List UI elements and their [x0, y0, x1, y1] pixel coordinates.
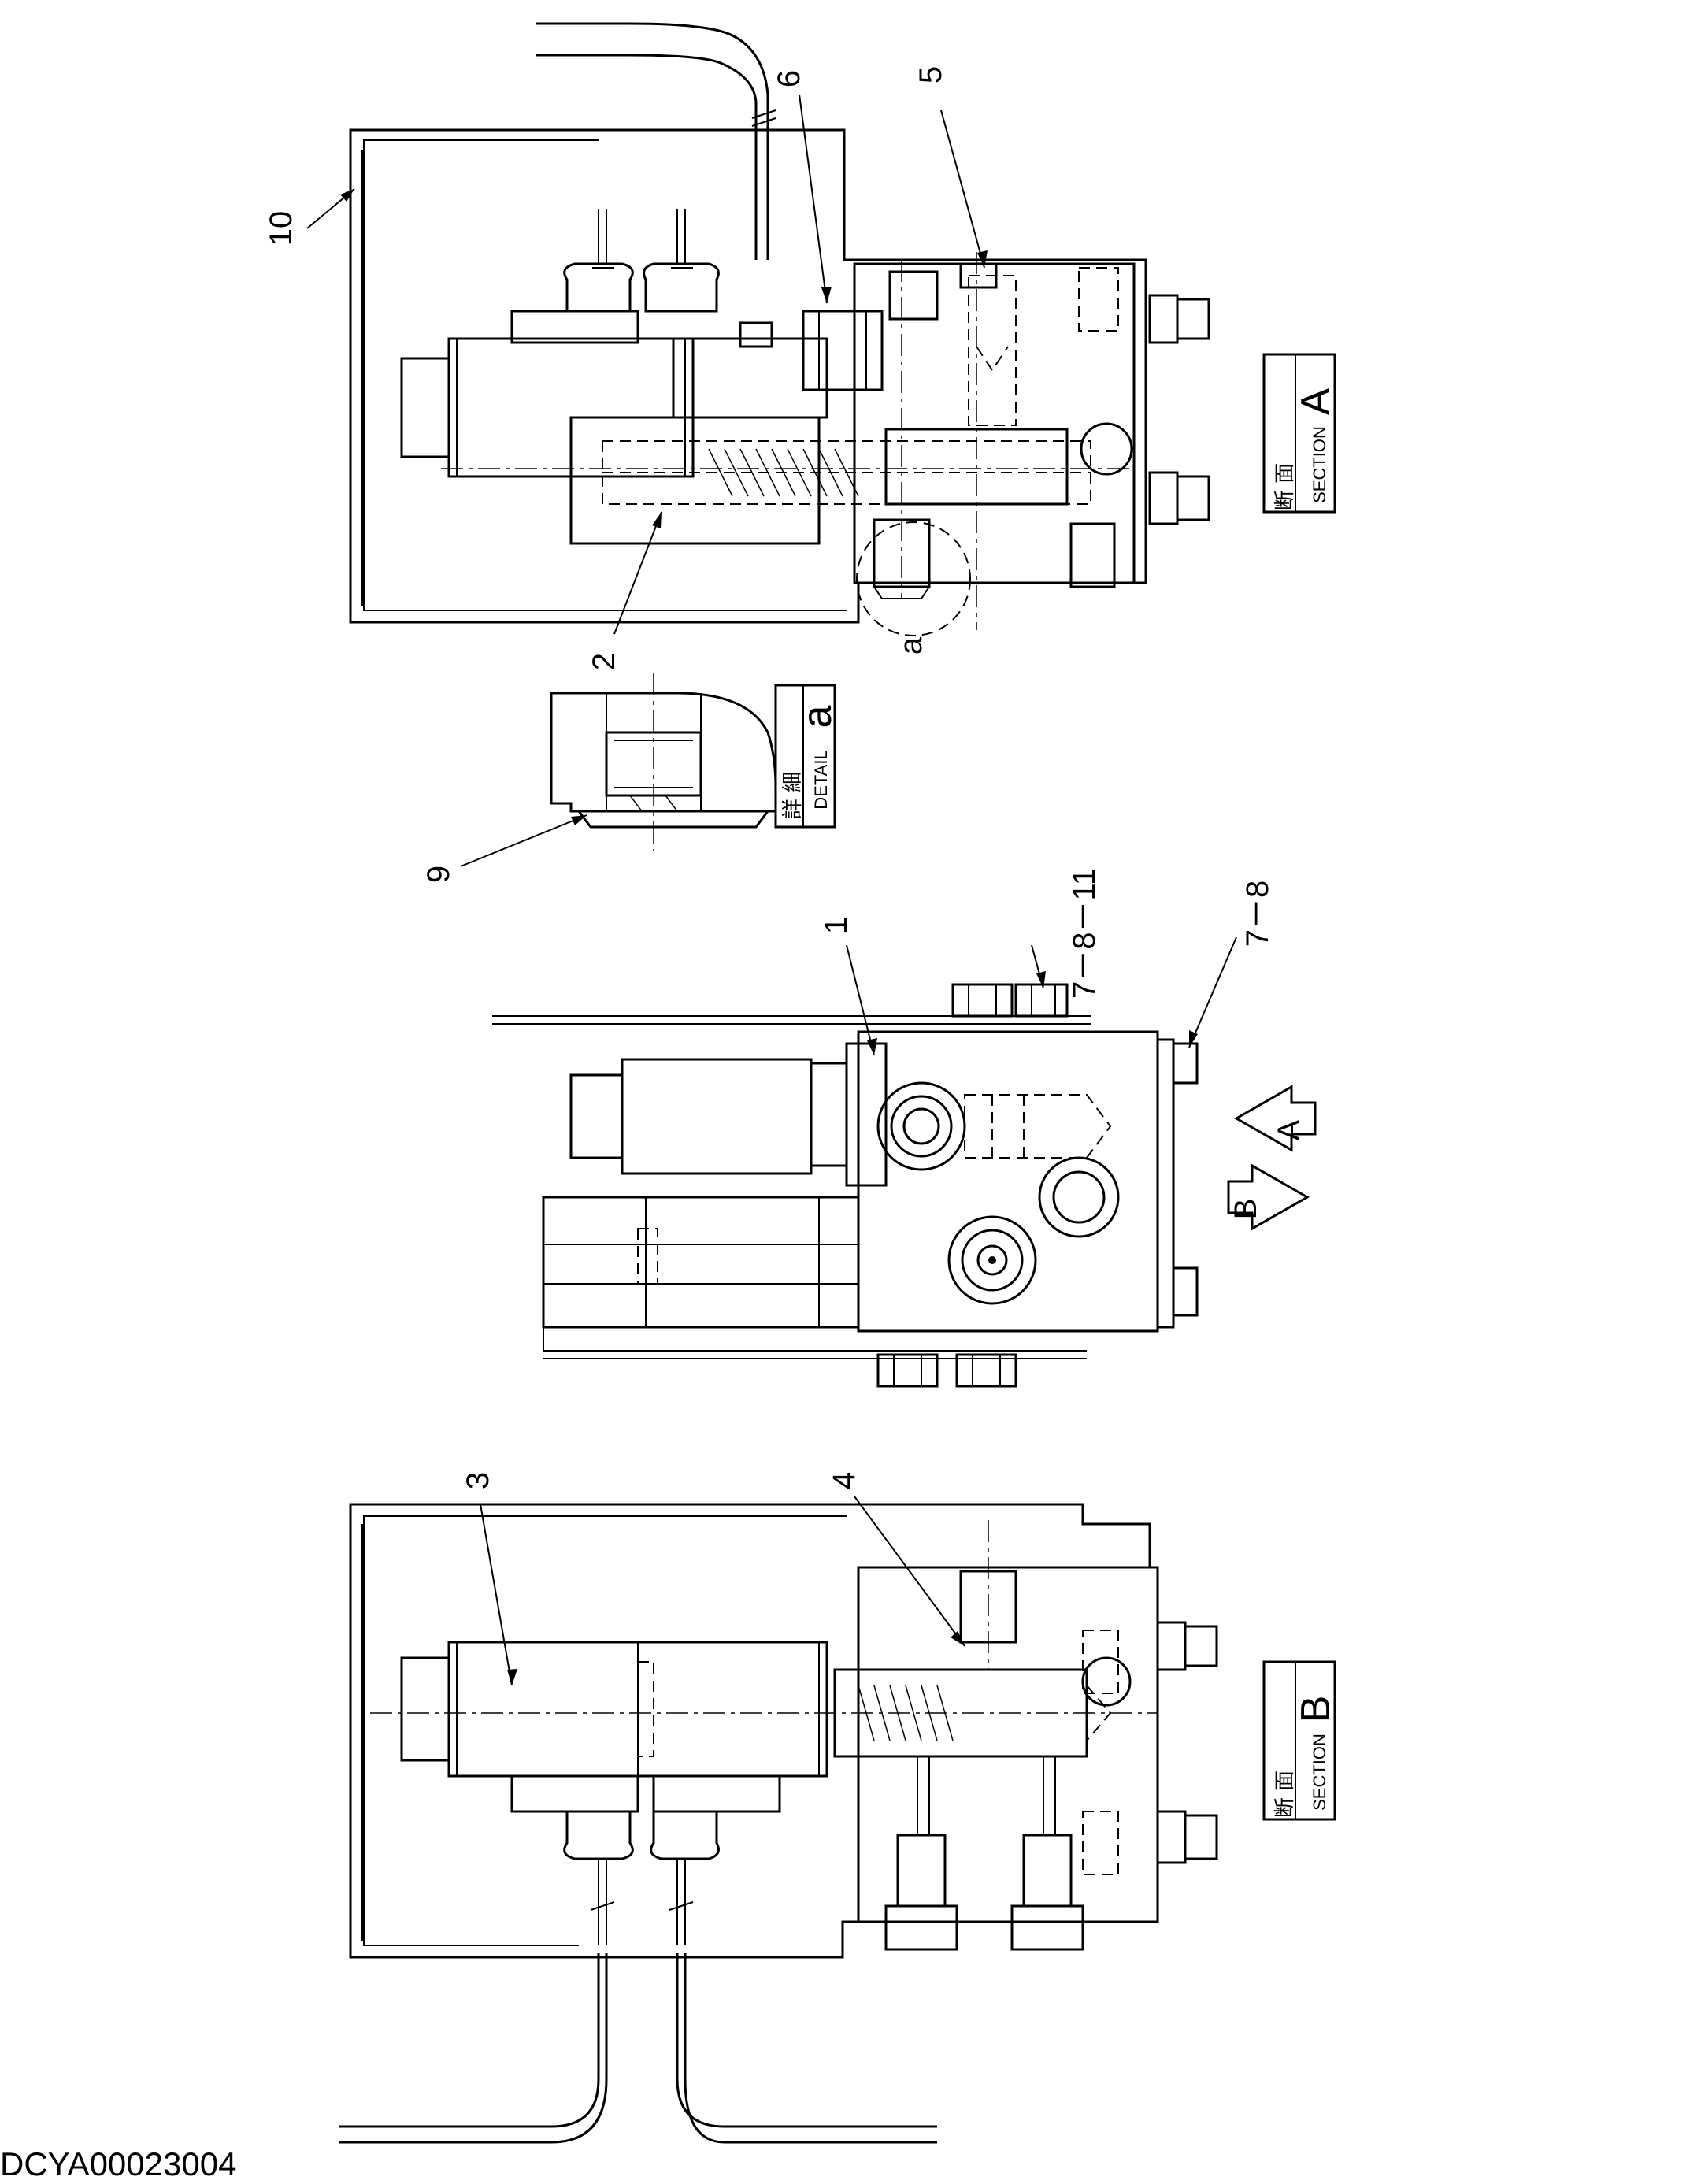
section-a-title-en: SECTION — [1310, 426, 1329, 503]
section-a-view — [349, 22, 1210, 636]
callout-5: 5 — [914, 66, 948, 83]
section-b-view — [339, 1503, 1218, 2144]
callout-7-8-11: 7－8－11 — [1067, 868, 1102, 999]
section-a-letter: A — [1293, 387, 1339, 415]
callout-4: 4 — [827, 1472, 862, 1489]
leader-lines — [306, 94, 1237, 1686]
detail-a-title-jp: 詳 細 — [781, 772, 805, 819]
callout-10: 10 — [264, 211, 298, 247]
view-arrow-a-label: A — [1272, 1119, 1306, 1140]
detail-a-title-en: DETAIL — [811, 750, 831, 809]
section-b-letter: B — [1293, 1696, 1339, 1723]
detail-a-tag: a 詳 細 DETAIL — [774, 684, 840, 829]
section-b-tag: B 断 面 SECTION — [1262, 1660, 1339, 1821]
detail-a-letter: a — [795, 705, 840, 728]
section-a-tag: A 断 面 SECTION — [1262, 353, 1339, 514]
callout-7-8: 7－8 — [1240, 881, 1275, 947]
callout-labels: 10 6 5 2 a 9 1 7－8－11 7－8 A B 3 4 — [264, 66, 1306, 1489]
section-a-title-jp: 断 面 — [1273, 463, 1297, 510]
view-arrow-b-label: B — [1228, 1199, 1263, 1220]
section-b-title-jp: 断 面 — [1273, 1771, 1297, 1818]
side-view — [492, 983, 1317, 1388]
callout-1: 1 — [819, 917, 854, 934]
drawing-code: DCYA00023004 — [0, 2145, 236, 2182]
detail-circle-label: a — [894, 636, 928, 654]
callout-2: 2 — [587, 653, 621, 670]
callout-9: 9 — [421, 866, 456, 883]
section-b-title-en: SECTION — [1310, 1733, 1329, 1811]
callout-6: 6 — [772, 70, 806, 87]
detail-a-view — [550, 673, 777, 851]
callout-3: 3 — [461, 1472, 495, 1489]
